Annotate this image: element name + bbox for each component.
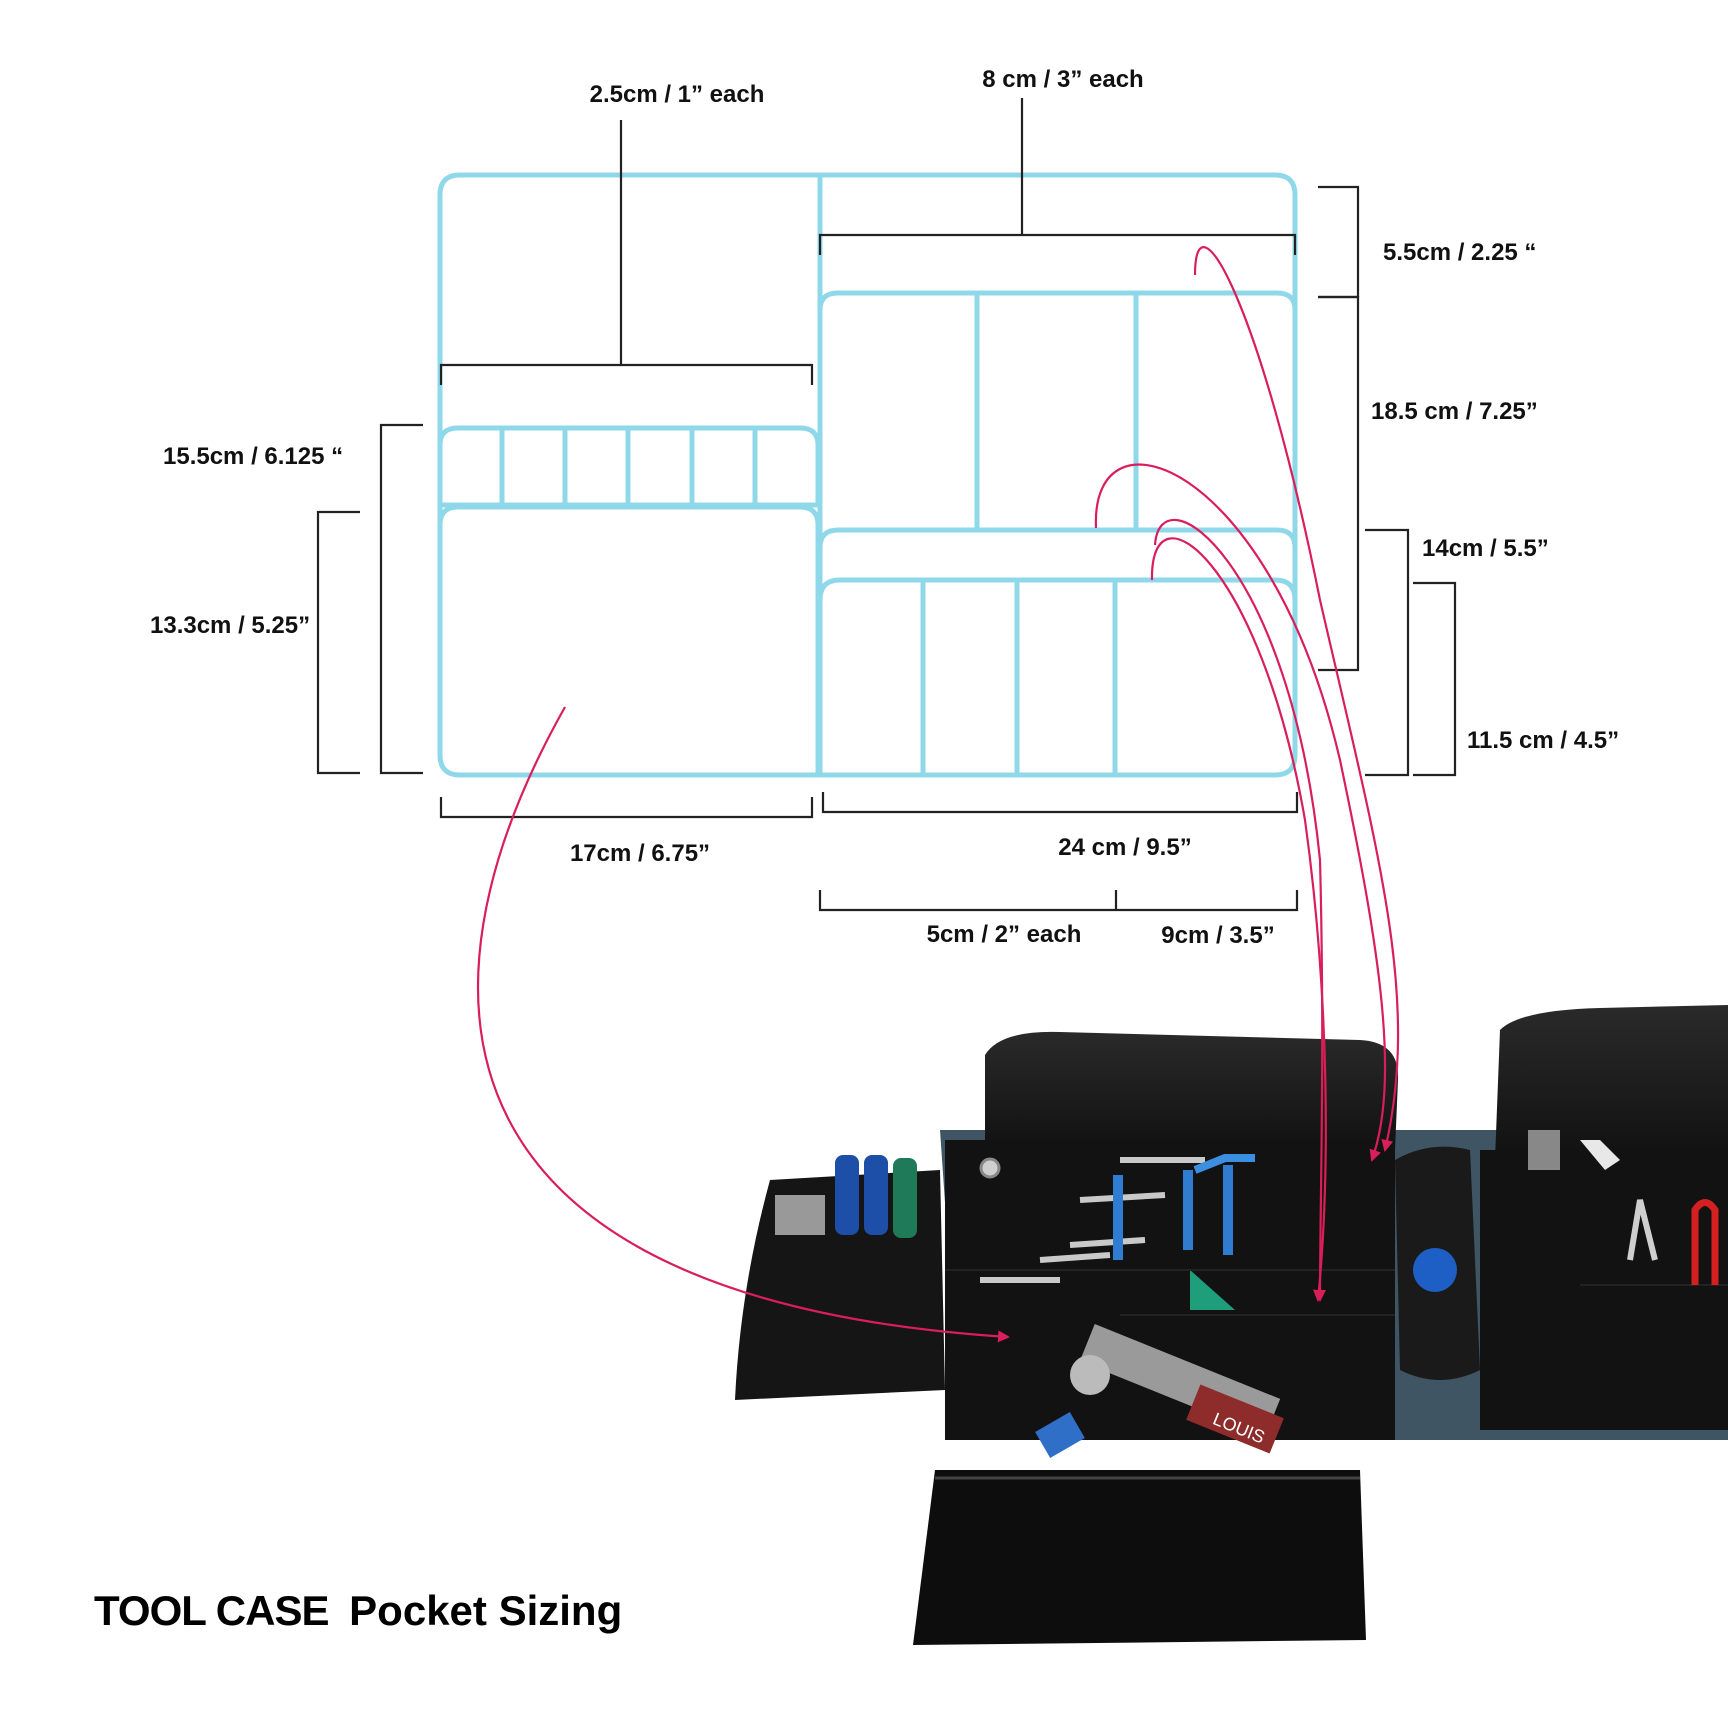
arrow-icon — [1153, 518, 1327, 1302]
title-bold: TOOL CASE — [94, 1587, 329, 1634]
left-small-pocket-row — [437, 425, 821, 508]
label-right-lower: 14cm / 5.5” — [1422, 535, 1549, 562]
bracket-right-lower — [1365, 528, 1410, 777]
outer-outline — [437, 172, 1298, 778]
right-top-flap — [1495, 1005, 1728, 1160]
arrow-icon — [477, 706, 1010, 1343]
dimension-labels: 2.5cm / 1” each 8 cm / 3” each 5.5cm / 2… — [150, 66, 1619, 949]
allen-key-icons — [980, 1154, 1255, 1283]
bracket-left-inner — [316, 510, 360, 775]
left-large-pocket — [437, 504, 821, 775]
label-bottom-left: 17cm / 6.75” — [570, 840, 710, 867]
arrow-icon — [1193, 246, 1400, 1152]
label-right-bottom: 11.5 cm / 4.5” — [1467, 727, 1619, 754]
bracket-bottom-right — [821, 792, 1299, 814]
dimension-brackets — [316, 98, 1457, 912]
right-lower-pocket-row — [817, 577, 1298, 601]
left-top-flap — [985, 1031, 1399, 1150]
right-upper-pocket-row — [817, 290, 1298, 311]
right-middle-band — [817, 527, 1298, 549]
arrow-icon — [1150, 537, 1327, 1302]
bracket-bottom-left — [439, 797, 814, 819]
bracket-top-left-each — [439, 120, 814, 385]
page-title: TOOL CASE Pocket Sizing — [94, 1587, 622, 1634]
main-right-panel — [1480, 1150, 1728, 1430]
eyelet — [979, 1157, 1001, 1179]
bracket-top-right-each — [818, 98, 1297, 255]
bracket-left-outer — [379, 423, 423, 775]
bracket-bottom-each — [818, 890, 1299, 912]
screwdriver-icons — [775, 1155, 917, 1238]
triangle-ruler-icon — [1190, 1270, 1235, 1310]
label-bottom-right: 24 cm / 9.5” — [1058, 834, 1191, 861]
label-bottom-each: 5cm / 2” each — [927, 921, 1082, 948]
label-right-middle: 18.5 cm / 7.25” — [1371, 398, 1538, 425]
arrow-icon — [1094, 463, 1387, 1162]
callout-arrows — [477, 246, 1400, 1343]
label-bottom-last: 9cm / 3.5” — [1161, 922, 1274, 949]
right-panel-tool-icons — [1413, 1130, 1719, 1292]
pocket-layout — [437, 172, 1298, 778]
label-top-right-each: 8 cm / 3” each — [982, 66, 1143, 93]
label-left-inner: 13.3cm / 5.25” — [150, 612, 310, 639]
bracket-right-middle — [1318, 295, 1360, 672]
bottom-zip-pouch — [913, 1470, 1366, 1645]
bracket-right-bottom — [1413, 581, 1457, 777]
label-right-top: 5.5cm / 2.25 “ — [1383, 239, 1536, 266]
label-top-left-each: 2.5cm / 1” each — [590, 81, 765, 108]
bracket-right-top — [1318, 185, 1360, 299]
label-left-outer: 15.5cm / 6.125 “ — [163, 443, 343, 470]
title-rest: Pocket Sizing — [349, 1587, 622, 1634]
